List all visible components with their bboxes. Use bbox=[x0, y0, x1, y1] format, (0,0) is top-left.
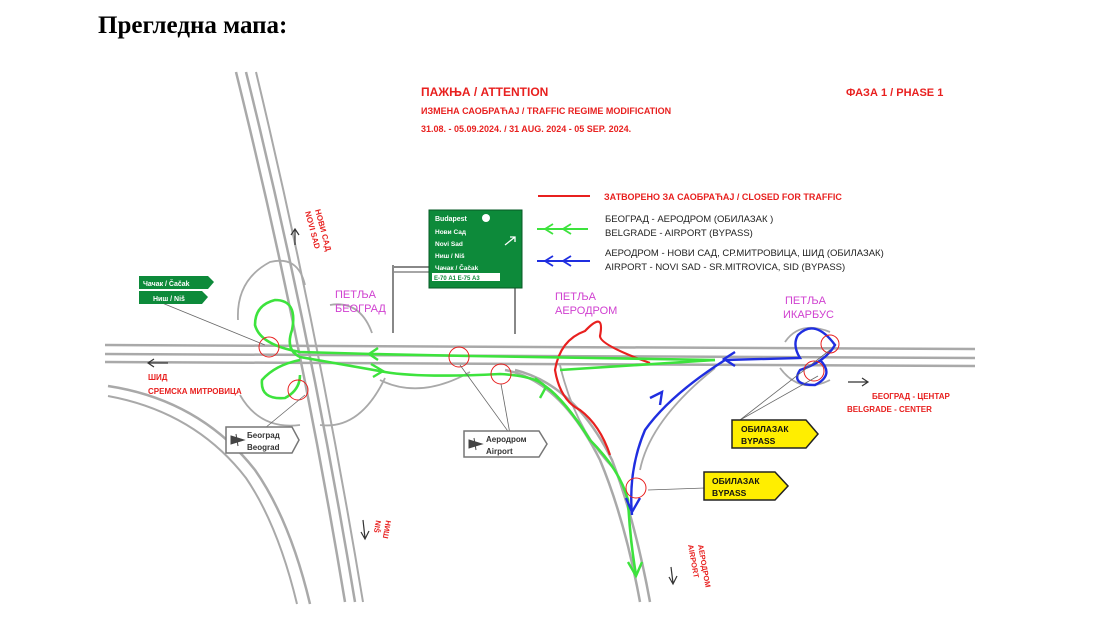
legend: ЗАТВОРЕНО ЗА САОБРАЋАЈ / CLOSED FOR TRAF… bbox=[537, 192, 884, 273]
arrow-down-icon bbox=[668, 566, 678, 586]
svg-text:НИШ: НИШ bbox=[381, 520, 393, 540]
closure-circle bbox=[448, 346, 470, 368]
green-to-airport bbox=[544, 384, 638, 576]
blue-route bbox=[630, 327, 837, 516]
arrow-left-icon bbox=[146, 358, 168, 368]
loop-ikarbus-label-2: ИКАРБУС bbox=[783, 309, 834, 321]
svg-text:Ниш / Niš: Ниш / Niš bbox=[153, 296, 185, 303]
left-sign-bottom bbox=[139, 291, 208, 304]
loop-aerodrom-label-1: ПЕТЉА bbox=[555, 291, 597, 303]
loop-ikarbus-label-1: ПЕТЉА bbox=[785, 295, 827, 307]
map-frame bbox=[102, 72, 975, 604]
green-main-loop bbox=[253, 298, 716, 387]
closed-sections bbox=[553, 320, 651, 456]
svg-text:ШИД: ШИД bbox=[148, 373, 168, 382]
airplane-icon bbox=[468, 437, 484, 451]
svg-text:Аеродром: Аеродром bbox=[486, 435, 527, 444]
legend-blue-text-2: AIRPORT - NOVI SAD - SR.MITROVICA, SID (… bbox=[605, 262, 845, 273]
svg-text:БЕОГРАД - ЦЕНТАР: БЕОГРАД - ЦЕНТАР bbox=[872, 392, 950, 401]
legend-blue-arrows bbox=[543, 255, 572, 267]
left-sign-top bbox=[139, 276, 214, 289]
green-route bbox=[253, 298, 716, 576]
blue-arrow-head bbox=[721, 350, 736, 368]
closure-circle bbox=[820, 334, 840, 354]
svg-text:ОБИЛАЗАК: ОБИЛАЗАК bbox=[741, 424, 789, 434]
svg-text:Novi Sad: Novi Sad bbox=[435, 241, 463, 248]
arrow-right-icon bbox=[848, 377, 870, 387]
page-heading: Прегледна мапа: bbox=[98, 12, 288, 39]
notice-title: ПАЖЊА / ATTENTION bbox=[421, 85, 548, 99]
vertical-highway-west bbox=[234, 71, 347, 603]
notice-dates: 31.08. - 05.09.2024. / 31 AUG. 2024 - 05… bbox=[421, 124, 631, 134]
gantry-arrow-icon bbox=[504, 236, 516, 246]
direction-sid: ШИД СРЕМСКА МИТРОВИЦА bbox=[146, 358, 242, 396]
southwest-curve-road bbox=[107, 384, 312, 605]
svg-text:СРЕМСКА МИТРОВИЦА: СРЕМСКА МИТРОВИЦА bbox=[148, 387, 242, 396]
svg-text:Е-70 А1 Е-75 А3: Е-70 А1 Е-75 А3 bbox=[434, 276, 480, 282]
bypass-sign-lower: ОБИЛАЗАК BYPASS bbox=[703, 471, 790, 501]
airplane-icon bbox=[230, 433, 246, 447]
svg-text:Ниш / Niš: Ниш / Niš bbox=[435, 253, 465, 260]
airport-sign-aerodrom: Аеродром Airport bbox=[463, 430, 548, 458]
airport-road-east bbox=[514, 368, 652, 603]
airport-road-west bbox=[504, 368, 642, 603]
notice-regime: ИЗМЕНА САОБРАЋАЈ / TRAFFIC REGIME MODIFI… bbox=[421, 106, 671, 116]
svg-text:Airport: Airport bbox=[486, 447, 513, 456]
direction-nis: НИШ NIŠ bbox=[360, 519, 393, 541]
svg-text:BYPASS: BYPASS bbox=[712, 488, 747, 498]
closure-circle bbox=[287, 379, 309, 401]
phase-label: ФАЗА 1 / PHASE 1 bbox=[846, 87, 943, 99]
bypass-sign-upper: ОБИЛАЗАК BYPASS bbox=[731, 419, 819, 449]
legend-green-arrows bbox=[543, 223, 572, 235]
highway-north-edge bbox=[104, 343, 976, 351]
loop-beograd-label-1: ПЕТЉА bbox=[335, 289, 377, 301]
highway-south-edge bbox=[104, 360, 976, 368]
vertical-highway-east bbox=[244, 71, 357, 603]
svg-text:Beograd: Beograd bbox=[247, 443, 280, 452]
svg-text:BELGRADE - CENTER: BELGRADE - CENTER bbox=[847, 405, 932, 414]
svg-text:BYPASS: BYPASS bbox=[741, 436, 776, 446]
svg-text:ОБИЛАЗАК: ОБИЛАЗАК bbox=[712, 476, 760, 486]
svg-text:Нови Сад: Нови Сад bbox=[435, 229, 466, 236]
airport-sign-beograd: Београд Beograd bbox=[225, 426, 300, 454]
gantry-sign: Budapest Нови Сад Novi Sad Ниш / Niš Чач… bbox=[392, 209, 523, 334]
legend-green-text-2: BELGRADE - AIRPORT (BYPASS) bbox=[605, 228, 753, 239]
arrow-up-icon bbox=[290, 227, 300, 245]
left-direction-sign: Чачак / Čačak Ниш / Niš bbox=[139, 276, 214, 304]
blue-main-route bbox=[630, 327, 837, 516]
arrow-down-icon bbox=[360, 519, 370, 541]
closed-ramp-aerodrom bbox=[553, 320, 651, 456]
leader-lines bbox=[144, 295, 831, 491]
green-arrows bbox=[366, 347, 644, 579]
loop-beograd-label-2: БЕОГРАД bbox=[335, 303, 386, 315]
svg-text:Budapest: Budapest bbox=[435, 216, 468, 223]
green-arrow-head bbox=[366, 347, 379, 361]
svg-text:Чачак / Čačak: Чачак / Čačak bbox=[143, 279, 190, 288]
closure-circle bbox=[803, 360, 825, 382]
legend-green-text-1: БЕОГРАД - АЕРОДРОМ (ОБИЛАЗАК ) bbox=[605, 214, 773, 225]
svg-text:Чачак / Čačak: Чачак / Čačak bbox=[435, 263, 479, 272]
legend-closed-text: ЗАТВОРЕНО ЗА САОБРАЋАЈ / CLOSED FOR TRAF… bbox=[604, 192, 842, 202]
closure-circle bbox=[258, 336, 280, 358]
closure-circle bbox=[625, 477, 647, 499]
direction-beograd-centar: БЕОГРАД - ЦЕНТАР BELGRADE - CENTER bbox=[847, 377, 950, 414]
svg-text:NIŠ: NIŠ bbox=[372, 520, 383, 534]
loop-aerodrom-label-2: АЕРОДРОМ bbox=[555, 305, 617, 317]
legend-blue-text-1: АЕРОДРОМ - НОВИ САД, СР.МИТРОВИЦА, ШИД (… bbox=[605, 248, 884, 259]
blue-arrows bbox=[624, 350, 736, 515]
svg-text:Београд: Београд bbox=[247, 431, 280, 440]
